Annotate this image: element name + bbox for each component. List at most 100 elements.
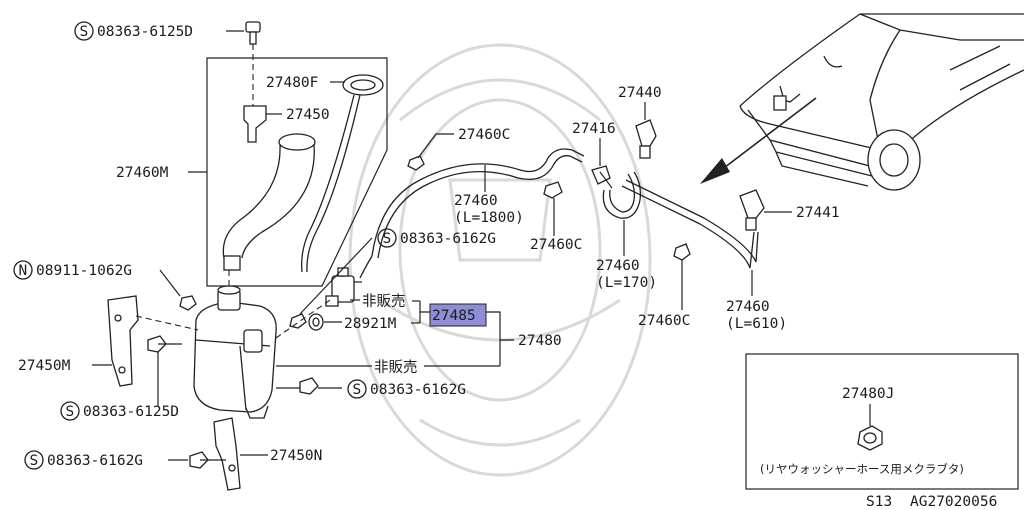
- inset-plug-icon: [857, 425, 883, 451]
- grommet-callout[interactable]: 28921M: [324, 316, 420, 332]
- bolt-right-icon: [276, 377, 319, 395]
- nut-n-callout[interactable]: N 08911-1062G: [13, 260, 181, 297]
- svg-text:非販売: 非販売: [362, 293, 406, 310]
- svg-text:27450: 27450: [286, 107, 330, 123]
- svg-text:S: S: [353, 382, 362, 398]
- svg-text:27460: 27460: [726, 299, 770, 315]
- svg-text:27440: 27440: [618, 85, 662, 101]
- svg-text:27460C: 27460C: [458, 127, 510, 143]
- nozzle-right-icon: [739, 189, 765, 231]
- direction-arrow: [700, 97, 817, 184]
- svg-text:27460: 27460: [454, 193, 498, 209]
- bolt-mid-callout[interactable]: S 08363-6162G: [299, 228, 496, 315]
- pump-callout[interactable]: 27485: [429, 303, 487, 327]
- inset-box: [745, 353, 1019, 490]
- bolt-bottom-callout[interactable]: S 08363-6162G: [24, 450, 188, 470]
- svg-text:N: N: [19, 263, 28, 279]
- cap-icon: [301, 74, 384, 273]
- washer-tank-icon: [193, 285, 277, 419]
- nut-n-icon: [179, 295, 197, 311]
- tank-callout[interactable]: 27480 非販売: [276, 311, 562, 376]
- hose-short-callout[interactable]: 27460 (L=610): [726, 270, 787, 332]
- bolt-top-callout[interactable]: S 08363-6125D: [74, 21, 244, 41]
- filler-neck-icon: [222, 133, 316, 271]
- pump-highlight: [429, 303, 487, 327]
- hose-mid-icon: [602, 171, 642, 219]
- bolt-mid-icon: [289, 313, 307, 329]
- nozzle-right-callout[interactable]: 27441: [764, 205, 840, 221]
- bolt-left-callout[interactable]: S 08363-6125D: [60, 352, 179, 421]
- bolt-top-icon: [245, 21, 261, 45]
- clip-mid-callout[interactable]: 27460C: [530, 198, 582, 253]
- svg-text:27480J: 27480J: [842, 386, 894, 402]
- bracket-left-icon: [107, 295, 139, 387]
- model-code: S13: [866, 494, 892, 510]
- hose-long-icon: [371, 148, 585, 257]
- bracket-bottom-callout[interactable]: 27450N: [240, 448, 322, 464]
- bracket-left-callout[interactable]: 27450M: [18, 358, 112, 374]
- svg-text:27450N: 27450N: [270, 448, 322, 464]
- pump-icon: [325, 267, 362, 307]
- bracket-left-dashline: [135, 315, 199, 331]
- svg-text:27460C: 27460C: [638, 313, 690, 329]
- hose-short-icon-2: [625, 179, 759, 263]
- svg-text:(L=170): (L=170): [596, 275, 657, 291]
- svg-text:非販売: 非販売: [374, 359, 418, 376]
- svg-text:27460C: 27460C: [530, 237, 582, 253]
- joint-icon: [591, 165, 613, 189]
- svg-text:27460: 27460: [596, 258, 640, 274]
- watermark-emblem: [348, 43, 652, 477]
- hose-long-icon-2: [377, 155, 583, 259]
- svg-text:27450M: 27450M: [18, 358, 71, 374]
- pump-bracket-line: [419, 301, 430, 323]
- grommet-icon: [308, 313, 324, 331]
- svg-text:08363-6125D: 08363-6125D: [83, 404, 179, 420]
- hose-short-icon: [621, 185, 755, 269]
- nozzle-left-callout[interactable]: 27440: [618, 85, 662, 120]
- clip-top-icon: [407, 155, 425, 171]
- svg-text:S: S: [30, 453, 39, 469]
- svg-text:(L=1800): (L=1800): [454, 210, 524, 226]
- svg-text:08363-6125D: 08363-6125D: [97, 24, 193, 40]
- inset-note: (リヤウォッシャーホース用メクラブタ): [760, 462, 964, 476]
- hose-mid-callout[interactable]: 27460 (L=170): [596, 220, 657, 291]
- diagram-code: AG27020056: [910, 494, 997, 510]
- inset-part-callout[interactable]: 27480J: [842, 386, 894, 426]
- svg-text:08363-6162G: 08363-6162G: [400, 231, 496, 247]
- neck-assy-box: [206, 57, 388, 287]
- svg-text:27441: 27441: [796, 205, 840, 221]
- bracket-bottom-icon: [213, 417, 241, 491]
- svg-text:08911-1062G: 08911-1062G: [36, 263, 132, 279]
- svg-text:27485: 27485: [432, 308, 476, 324]
- clip-low-icon: [673, 243, 691, 261]
- svg-text:28921M: 28921M: [344, 316, 397, 332]
- svg-text:S: S: [383, 231, 392, 247]
- bracket-small-icon: [243, 105, 267, 143]
- svg-text:S: S: [66, 404, 75, 420]
- neck-assy-callout[interactable]: 27460M: [116, 165, 207, 181]
- not-for-sale-1-callout[interactable]: 非販売: [350, 293, 420, 310]
- cap-callout[interactable]: 27480F: [266, 75, 345, 91]
- svg-text:08363-6162G: 08363-6162G: [47, 453, 143, 469]
- nozzle-left-icon: [635, 119, 657, 159]
- pump-hose-icon: [359, 255, 373, 279]
- svg-text:08363-6162G: 08363-6162G: [370, 382, 466, 398]
- svg-text:27460M: 27460M: [116, 165, 169, 181]
- svg-text:27416: 27416: [572, 121, 616, 137]
- bolt-right-callout[interactable]: S 08363-6162G: [318, 379, 466, 399]
- bracket-small-callout[interactable]: 27450: [266, 107, 330, 123]
- svg-text:(L=610): (L=610): [726, 316, 787, 332]
- clip-top-callout[interactable]: 27460C: [417, 127, 510, 159]
- bolt-bottom-icon: [189, 451, 226, 469]
- clip-mid-icon: [543, 181, 563, 199]
- bolt-left-icon: [147, 335, 182, 353]
- svg-text:27480F: 27480F: [266, 75, 318, 91]
- joint-callout[interactable]: 27416: [572, 121, 616, 166]
- hose-long-callout[interactable]: 27460 (L=1800): [454, 165, 524, 226]
- clip-low-callout[interactable]: 27460C: [638, 260, 690, 329]
- hose-mid-icon-2: [609, 173, 636, 213]
- car-illustration: [739, 13, 1024, 191]
- svg-text:27480: 27480: [518, 333, 562, 349]
